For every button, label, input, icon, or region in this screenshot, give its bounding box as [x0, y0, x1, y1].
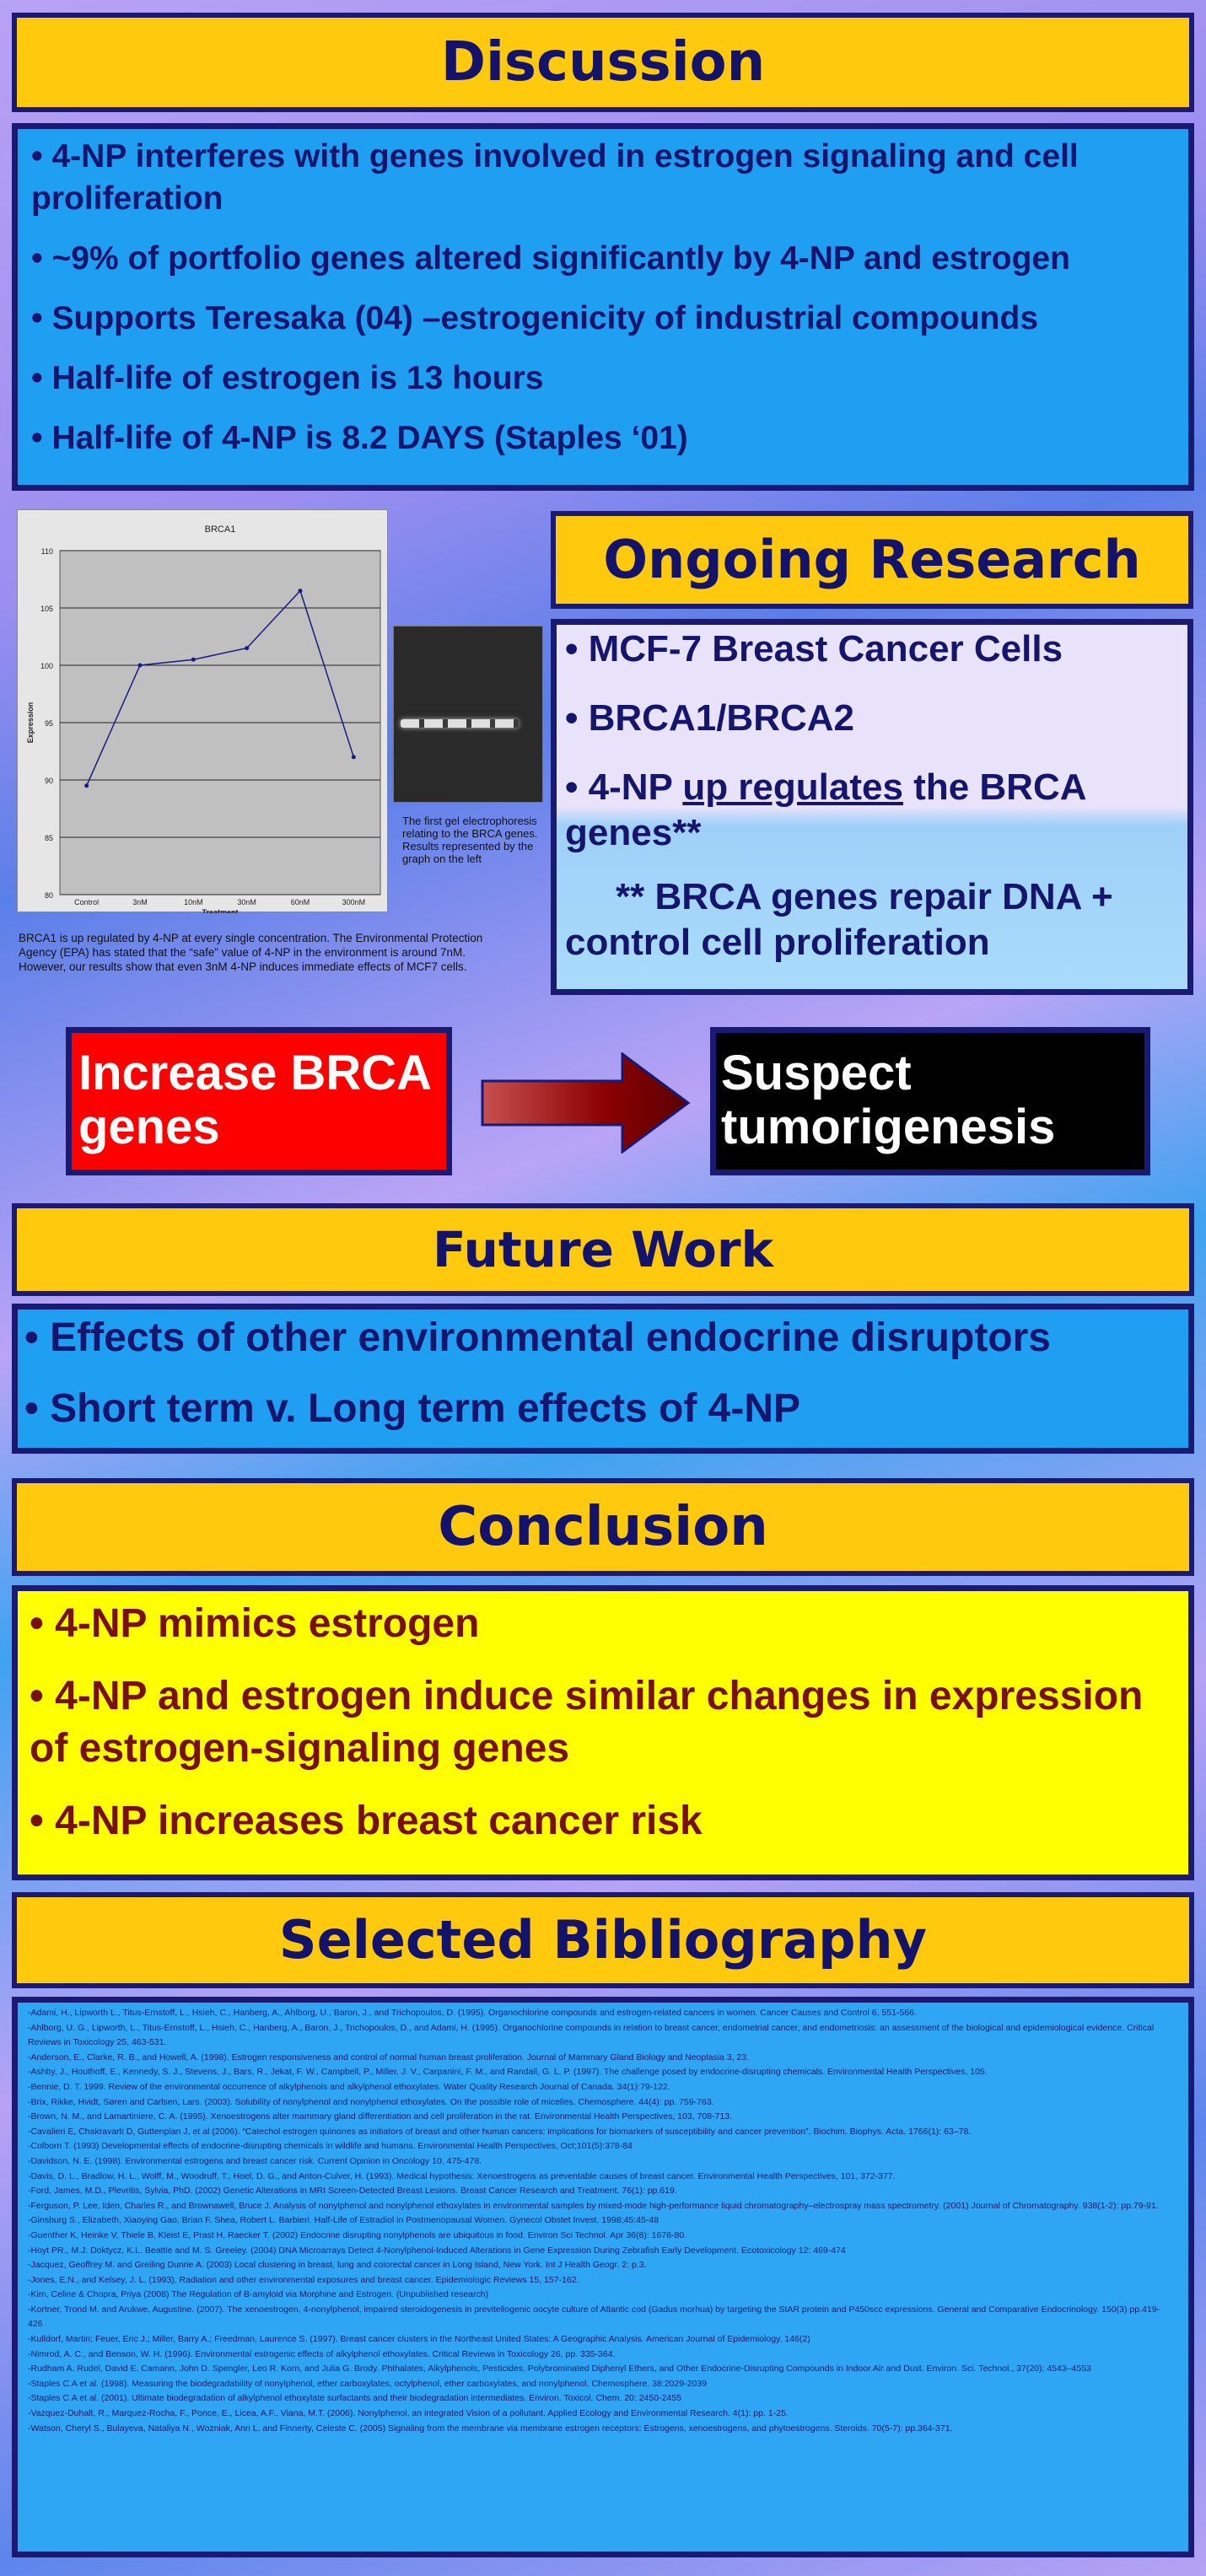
y-tick-label: 80 [45, 891, 53, 900]
conclusion-bullet: • 4-NP mimics estrogen [30, 1601, 480, 1646]
bibliography-entry: -Adami, H., Lipworth L., Titus-Ernstoff,… [28, 2008, 917, 2018]
future-bullet: • Effects of other environmental endocri… [24, 1315, 1051, 1360]
x-tick-label: 300nM [342, 898, 366, 906]
bibliography-entry: -Guenther K, Heinke V, Thiele B, Kleist … [28, 2229, 687, 2240]
bibliography-entry: -Nimrod, A. C., and Benson, W. H. (1996)… [28, 2348, 616, 2359]
y-tick-label: 85 [45, 834, 53, 842]
bibliography-entry: 426 [28, 2319, 43, 2330]
y-axis-label: Expression [26, 702, 35, 744]
bibliography-entry: -Ahlborg, U. G., Lipworth, L., Titus-Ern… [28, 2022, 1155, 2033]
brca1-data-point [84, 783, 89, 788]
bibliography-entry: -Kortner, Trond M. and Arukwe, Augustine… [28, 2304, 1160, 2315]
bibliography-entry: -Brown, N. M., and Lamartiniere, C. A. (… [28, 2111, 732, 2122]
bibliography-entry: -Watson, Cheryl S., Bulayeva, Nataliya N… [28, 2423, 953, 2433]
discussion-bullet: • Supports Teresaka (04) –estrogenicity … [31, 300, 1039, 336]
bibliography-entry: -Staples C.A et al. (1998). Measuring th… [28, 2378, 707, 2389]
x-axis-label: Treatment [202, 908, 238, 913]
bibliography-title: Selected Bibliography [278, 1909, 928, 1971]
bibliography-entry: -Kim, Celine & Chopra, Priya (2008) The … [28, 2289, 489, 2300]
bibliography-entry: -Anderson, E., Clarke, R. B., and Howell… [28, 2052, 750, 2062]
y-tick-label: 95 [45, 719, 53, 728]
bibliography-entry: -Ginsburg S., Elizabeth, Xiaoying Gao, B… [28, 2215, 660, 2226]
ongoing-bullet: • 4-NP up regulates the BRCA genes** [565, 765, 1179, 856]
brca1-data-point [191, 657, 196, 662]
ongoing-note: ** BRCA genes repair DNA + control cell … [565, 876, 1113, 963]
future-bullet: • Short term v. Long term effects of 4-N… [24, 1386, 801, 1431]
brca1-data-point [137, 663, 143, 668]
bibliography-entry: -Vazquez-Duhalt, R., Marquez-Rocha, F., … [28, 2408, 789, 2419]
ongoing-bullet: • MCF-7 Breast Cancer Cells [565, 628, 1063, 670]
x-tick-label: 10nM [184, 898, 203, 906]
suspect-tumorigenesis-box: Suspect tumorigenesis [710, 1027, 1150, 1175]
discussion-bullet: • Half-life of estrogen is 13 hours [31, 360, 544, 396]
x-tick-label: 60nM [291, 898, 310, 906]
gel-image [393, 626, 543, 803]
chart-title: BRCA1 [205, 524, 236, 535]
discussion-header: Discussion [12, 13, 1194, 112]
bibliography-entry: -Brix, Rikke, Hvidt, Søren and Carlsen, … [28, 2096, 714, 2107]
brca1-data-point [245, 646, 250, 651]
discussion-bullet: • ~9% of portfolio genes altered signifi… [31, 240, 1070, 277]
bibliography-entry: -Ford, James, M.D., Plevritis, Sylvia, P… [28, 2186, 677, 2197]
brca1-series-line [85, 589, 355, 787]
bibliography-entry: -Hoyt PR., M.J. Doktycz, K.L. Beattie an… [28, 2245, 846, 2256]
bibliography-entry: -Colborn T. (1993) Developmental effects… [28, 2141, 633, 2152]
flow-arrow-icon [481, 1052, 691, 1154]
bibliography-entry: -Ashby, J., Houthoff, E., Kennedy, S. J.… [28, 2067, 988, 2078]
up-regulates-text: up regulates [682, 766, 903, 808]
gel-caption: The first gel electrophoresis relating t… [402, 815, 538, 865]
bibliography-entry: -Kulldorf, Martin; Feuer, Eric J.; Mille… [28, 2334, 810, 2345]
ongoing-header: Ongoing Research [551, 511, 1193, 609]
y-tick-label: 100 [40, 662, 53, 670]
discussion-bullet: • Half-life of 4-NP is 8.2 DAYS (Staples… [31, 420, 688, 456]
brca1-data-point [351, 755, 356, 760]
conclusion-header: Conclusion [12, 1478, 1194, 1576]
future-box: • Effects of other environmental endocri… [12, 1304, 1194, 1454]
bibliography-entry: -Bennie, D. T. 1999. Review of the envir… [28, 2081, 670, 2092]
increase-brca-text: Increase BRCA genes [78, 1046, 430, 1154]
ongoing-b3-pre: • 4-NP [565, 766, 683, 808]
bibliography-list: -Adami, H., Lipworth L., Titus-Ernstoff,… [12, 1997, 1194, 2557]
conclusion-box: • 4-NP mimics estrogen • 4-NP and estrog… [12, 1585, 1194, 1880]
bibliography-entry: -Davidson, N. E. (1998). Environmental e… [28, 2155, 482, 2166]
future-header: Future Work [12, 1203, 1194, 1296]
bibliography-entry: -Ferguson, P. Lee, Iden, Charles R., and… [28, 2200, 1159, 2211]
y-tick-label: 110 [41, 547, 53, 556]
bibliography-entry: -Davis, D. L., Bradlow, H. L., Wolff, M.… [28, 2170, 896, 2181]
x-tick-label: Control [74, 898, 99, 906]
bibliography-entry: -Cavalieri E, Chakravarti D, Guttenplan … [28, 2126, 972, 2137]
y-tick-label: 90 [45, 777, 53, 785]
bibliography-entry: Reviews in Toxicology 25, 463-531. [28, 2037, 167, 2048]
discussion-title: Discussion [440, 31, 766, 94]
x-tick-label: 3nM [132, 898, 148, 906]
conclusion-bullet: • 4-NP increases breast cancer risk [30, 1799, 703, 1843]
increase-brca-box: Increase BRCA genes [66, 1027, 452, 1175]
ongoing-box: • MCF-7 Breast Cancer Cells • BRCA1/BRCA… [551, 619, 1193, 995]
bibliography-entry: -Rudham A. Rudel, David E. Camann, John … [28, 2364, 1091, 2374]
bibliography-entry: -Staples C.A et al. (2001). Ultimate bio… [28, 2393, 681, 2404]
suspect-tumorigenesis-text: Suspect tumorigenesis [721, 1046, 1056, 1154]
brca1-caption: BRCA1 is up regulated by 4-NP at every s… [19, 932, 483, 973]
conclusion-title: Conclusion [438, 1496, 768, 1558]
x-tick-label: 30nM [237, 898, 256, 906]
gel-bands [401, 719, 519, 728]
ongoing-bullet: • BRCA1/BRCA2 [565, 697, 854, 739]
y-tick-label: 105 [40, 605, 53, 613]
ongoing-title: Ongoing Research [603, 529, 1141, 590]
bibliography-header: Selected Bibliography [12, 1892, 1194, 1988]
future-title: Future Work [432, 1221, 774, 1278]
discussion-box: • 4-NP interferes with genes involved in… [12, 123, 1194, 491]
bibliography-entry: -Jacquez, Geoffrey M. and Greiling Dunri… [28, 2260, 647, 2271]
brca1-data-point [298, 589, 303, 594]
bibliography-entry: -Jones, E.N., and Kelsey, J. L. (1993). … [28, 2274, 579, 2285]
conclusion-bullet: • 4-NP and estrogen induce similar chang… [30, 1674, 1144, 1771]
discussion-bullet: • 4-NP interferes with genes involved in… [31, 138, 1079, 217]
ongoing-b3-post: the BRCA genes** [565, 766, 1085, 853]
